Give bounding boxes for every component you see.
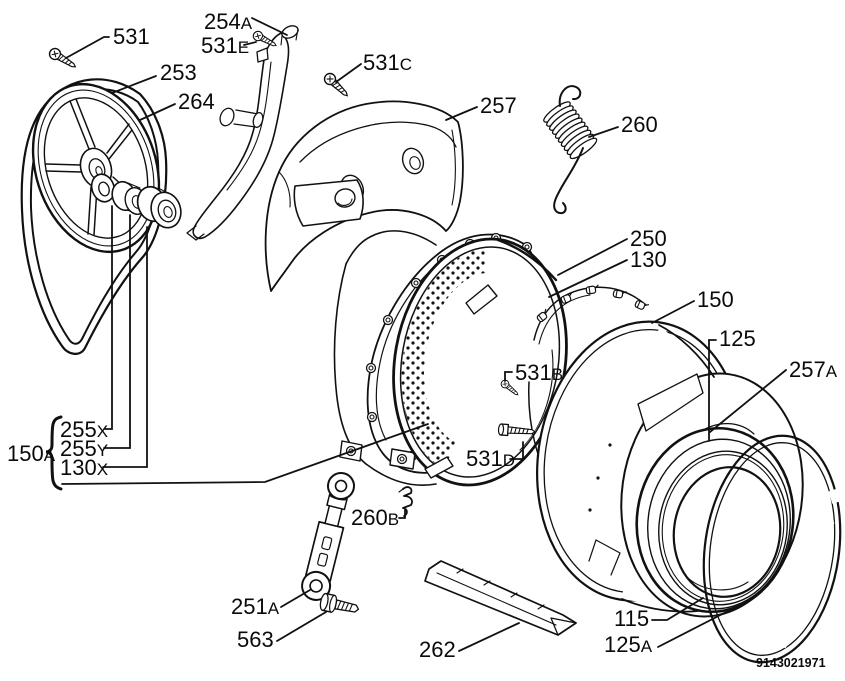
leader-150 xyxy=(651,300,695,324)
part-label-257: 257 xyxy=(480,93,517,118)
leader-125 xyxy=(708,339,717,442)
part-label-255x: 255X xyxy=(60,417,108,442)
leader-lines xyxy=(45,17,787,652)
leader-255y xyxy=(103,214,131,449)
leader-531d xyxy=(509,441,524,460)
leader-531e xyxy=(243,41,257,46)
part-label-563: 563 xyxy=(237,627,274,652)
group-brace-150a xyxy=(45,415,63,491)
support-bracket xyxy=(186,25,299,241)
leader-563 xyxy=(276,611,327,642)
part-label-125: 125 xyxy=(719,326,756,351)
retaining-clip xyxy=(398,486,413,517)
part-label-531b: 531B xyxy=(515,360,563,385)
drum xyxy=(390,237,568,487)
part-label-262: 262 xyxy=(419,637,456,662)
part-label-264: 264 xyxy=(178,89,215,114)
drum-perforations xyxy=(390,239,487,474)
drum-bearing xyxy=(136,185,182,229)
part-label-260b: 260B xyxy=(351,505,399,530)
part-label-150a: 150A xyxy=(7,441,56,466)
screw-531 xyxy=(46,45,79,73)
part-labels: 531 253 264 254A 531E 531C 257 260 250 1… xyxy=(7,9,838,662)
part-label-254a: 254A xyxy=(204,9,253,34)
seal-clamp-band xyxy=(702,434,842,664)
part-label-253: 253 xyxy=(160,60,197,85)
leader-255x xyxy=(104,205,113,430)
leader-253 xyxy=(111,75,157,94)
door-bellows-seal xyxy=(635,426,795,614)
part-label-150: 150 xyxy=(697,287,734,312)
part-label-115: 115 xyxy=(614,606,649,631)
damper-bolt xyxy=(319,592,360,613)
leader-150a xyxy=(61,423,429,485)
part-label-125a: 125A xyxy=(604,632,653,657)
leader-130x xyxy=(102,226,148,468)
diagram-code: 9143021971 xyxy=(756,656,826,670)
screw-531c xyxy=(321,70,352,101)
part-label-250: 250 xyxy=(630,226,667,251)
part-label-531c: 531C xyxy=(363,50,412,75)
leader-260 xyxy=(588,126,619,138)
leader-531c xyxy=(335,63,362,83)
leader-262 xyxy=(458,622,520,652)
leader-257a xyxy=(709,369,787,433)
part-label-130: 130 xyxy=(630,247,667,272)
leader-115 xyxy=(651,597,704,621)
part-label-257a: 257A xyxy=(789,357,838,382)
leader-125a xyxy=(657,606,737,648)
leader-260b xyxy=(398,509,406,519)
part-label-531: 531 xyxy=(113,24,150,49)
leader-531 xyxy=(65,36,110,59)
shaft-seal xyxy=(90,173,116,203)
bolt-531d xyxy=(497,423,536,437)
part-label-251a: 251A xyxy=(231,594,280,619)
part-label-255y: 255Y xyxy=(60,436,108,461)
leader-257 xyxy=(445,106,478,121)
bracket-pivot-pin xyxy=(219,107,264,128)
part-label-260: 260 xyxy=(621,112,658,137)
bottom-rail xyxy=(424,560,577,636)
part-label-130x: 130X xyxy=(60,455,108,480)
leader-130 xyxy=(548,259,628,298)
shock-absorber xyxy=(301,472,355,601)
suspension-spring xyxy=(543,85,598,215)
leader-254a xyxy=(251,17,288,36)
leader-250 xyxy=(557,238,628,276)
part-label-531d: 531D xyxy=(466,446,515,471)
leader-251a xyxy=(280,589,311,608)
leader-531b xyxy=(504,371,513,382)
part-label-531e: 531E xyxy=(201,33,249,58)
leader-264 xyxy=(139,103,176,121)
